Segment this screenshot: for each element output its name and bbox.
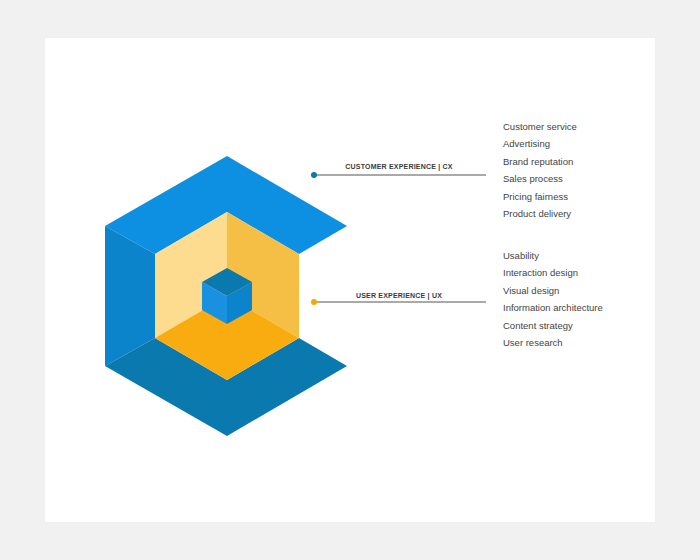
ux-leader-dot [311, 299, 317, 305]
list-item: Interaction design [503, 267, 578, 278]
list-item: Content strategy [503, 320, 573, 331]
list-item: Usability [503, 250, 539, 261]
core-left-face [202, 282, 227, 324]
list-item: Customer service [503, 121, 577, 132]
cx-leader-dot [311, 172, 317, 178]
list-item: Product delivery [503, 208, 571, 219]
list-item: Pricing fairness [503, 191, 568, 202]
list-item: Advertising [503, 138, 550, 149]
section-heading: USER EXPERIENCE | UX [354, 292, 444, 300]
list-item: Sales process [503, 173, 563, 184]
list-item: User research [503, 337, 563, 348]
list-item: Information architecture [503, 302, 603, 313]
cx-leader-line [314, 175, 486, 176]
core-right-face [227, 282, 252, 324]
list-item: Visual design [503, 285, 559, 296]
section-heading: CUSTOMER EXPERIENCE | CX [343, 163, 454, 171]
ux-leader-line [314, 302, 486, 303]
list-item: Brand reputation [503, 156, 573, 167]
